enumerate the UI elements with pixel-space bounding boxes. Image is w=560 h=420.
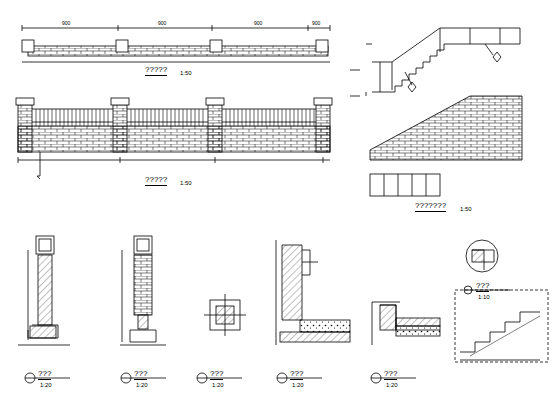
detail-markers xyxy=(25,286,510,383)
stair-section xyxy=(350,28,522,196)
view-title: ??? xyxy=(476,282,489,292)
scale-label: 1:20 xyxy=(292,382,304,388)
view-title: ??? xyxy=(290,370,303,380)
scale-label: 1:20 xyxy=(386,382,398,388)
dimension-text: 900 xyxy=(254,21,262,26)
scale-label: 1:50 xyxy=(460,206,472,212)
scale-label: 1:10 xyxy=(478,294,490,300)
scale-label: 1:20 xyxy=(136,382,148,388)
view-title: ??? xyxy=(38,370,51,380)
scale-label: 1:50 xyxy=(180,70,192,76)
fence-plan xyxy=(22,25,330,62)
view-title: ??? xyxy=(210,370,223,380)
dimension-text: 900 xyxy=(312,21,320,26)
view-title: ????? xyxy=(145,66,167,76)
scale-label: 1:20 xyxy=(212,382,224,388)
dimension-text: 900 xyxy=(62,21,70,26)
fence-elevation xyxy=(16,98,332,179)
view-title: ??? xyxy=(134,370,147,380)
view-title: ??????? xyxy=(415,202,446,212)
dimension-text: 900 xyxy=(158,21,166,26)
view-title: ????? xyxy=(145,176,167,186)
details xyxy=(18,236,548,362)
scale-label: 1:50 xyxy=(180,180,192,186)
scale-label: 1:20 xyxy=(40,382,52,388)
view-title: ??? xyxy=(384,370,397,380)
